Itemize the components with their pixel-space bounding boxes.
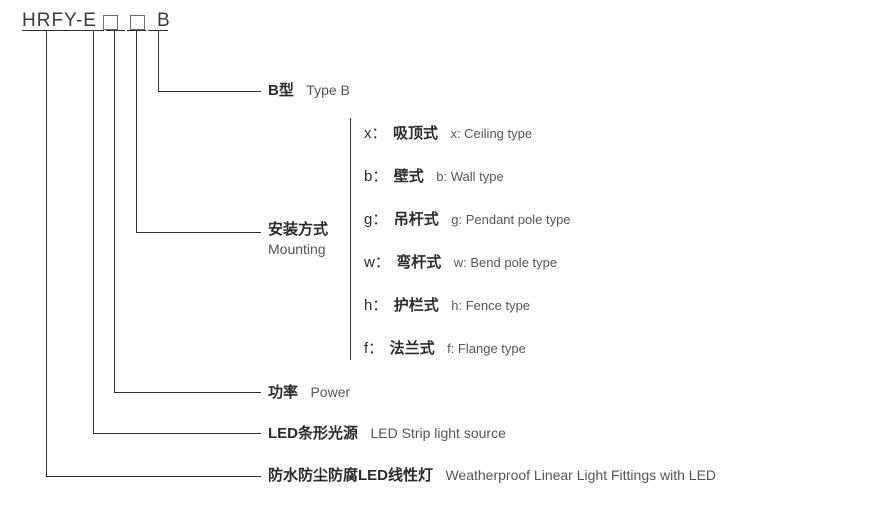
model-code-box-1[interactable] — [102, 15, 118, 30]
mounting-option-fence-en: h: Fence type — [451, 298, 531, 313]
mounting-option-pendant-key: g： — [364, 211, 388, 228]
model-code-suffix: B — [156, 10, 171, 31]
mounting-option-wall-key: b： — [364, 168, 388, 185]
leader-power — [114, 392, 261, 393]
mounting-option-fence: h： 护栏式 h: Fence type — [364, 296, 530, 316]
mounting-option-flange-en: f: Flange type — [447, 341, 526, 356]
callout-type-en: Type B — [306, 82, 350, 98]
callout-product: 防水防尘防腐LED线性灯 Weatherproof Linear Light F… — [268, 466, 716, 486]
mounting-option-bend-key: w： — [364, 254, 390, 271]
callout-mounting-cn: 安装方式 — [268, 221, 329, 238]
mounting-option-wall-cn: 壁式 — [393, 168, 424, 185]
callout-type: B型 Type B — [268, 81, 350, 101]
dropline-power — [114, 30, 115, 392]
callout-power-cn: 功率 — [268, 384, 299, 401]
callout-mounting-en: Mounting — [268, 241, 326, 258]
callout-product-en: Weatherproof Linear Light Fittings with … — [445, 467, 717, 483]
mounting-option-ceiling-key: x： — [364, 125, 387, 142]
dropline-source — [93, 30, 94, 433]
underline-product — [22, 30, 94, 31]
callout-power: 功率 Power — [268, 383, 350, 403]
callout-product-cn: 防水防尘防腐LED线性灯 — [268, 467, 434, 484]
mounting-option-pendant: g： 吊杆式 g: Pendant pole type — [364, 210, 571, 230]
callout-light-source-cn: LED条形光源 — [268, 425, 359, 442]
mounting-option-bend-cn: 弯杆式 — [396, 254, 442, 271]
callout-type-cn: B型 — [268, 82, 294, 99]
model-code-prefix: HRFY-E — [22, 10, 97, 31]
underline-source — [84, 30, 104, 31]
mounting-option-fence-cn: 护栏式 — [393, 297, 439, 314]
mounting-options-bracket — [350, 118, 351, 360]
callout-mounting: 安装方式 Mounting — [268, 220, 328, 259]
leader-mounting — [136, 232, 261, 233]
leader-product — [46, 476, 261, 477]
mounting-option-ceiling-en: x: Ceiling type — [450, 126, 533, 141]
callout-light-source-en: LED Strip light source — [370, 425, 506, 441]
underline-power — [106, 30, 125, 31]
mounting-option-bend: w： 弯杆式 w: Bend pole type — [364, 253, 557, 273]
callout-light-source: LED条形光源 LED Strip light source — [268, 424, 506, 444]
model-code: HRFY-E B — [22, 6, 171, 32]
mounting-option-fence-key: h： — [364, 297, 388, 314]
model-code-box-2[interactable] — [129, 15, 145, 30]
mounting-option-bend-en: w: Bend pole type — [453, 255, 558, 270]
mounting-option-ceiling: x： 吸顶式 x: Ceiling type — [364, 124, 532, 144]
leader-source — [93, 433, 261, 434]
mounting-option-wall-en: b: Wall type — [436, 169, 504, 184]
mounting-option-pendant-en: g: Pendant pole type — [451, 212, 571, 227]
callout-power-en: Power — [310, 384, 351, 400]
mounting-option-pendant-cn: 吊杆式 — [393, 211, 439, 228]
dropline-type — [158, 30, 159, 91]
leader-type — [158, 91, 261, 92]
mounting-option-flange-key: f： — [364, 340, 384, 357]
dropline-mounting — [136, 30, 137, 232]
mounting-option-ceiling-cn: 吸顶式 — [392, 125, 438, 142]
mounting-option-flange: f： 法兰式 f: Flange type — [364, 339, 526, 359]
mounting-option-wall: b： 壁式 b: Wall type — [364, 167, 504, 187]
dropline-product — [46, 30, 47, 476]
mounting-option-flange-cn: 法兰式 — [389, 340, 435, 357]
